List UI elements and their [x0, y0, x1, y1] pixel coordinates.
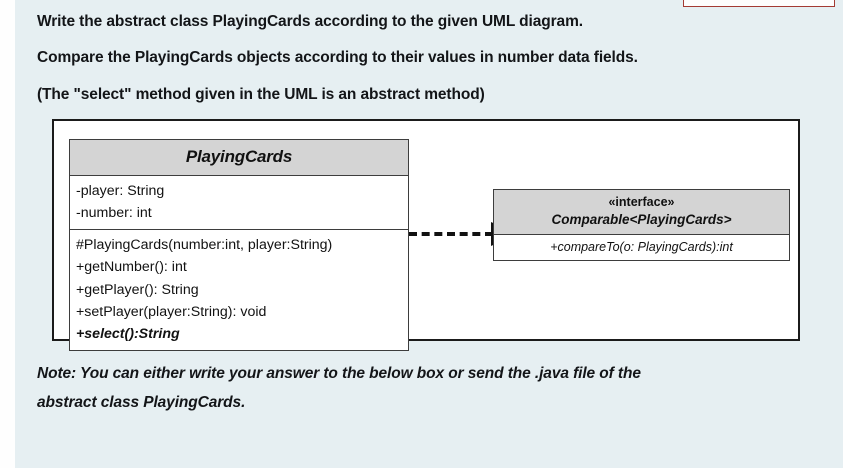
uml-method: +getPlayer(): String	[76, 281, 199, 298]
prompt-line-1: Write the abstract class PlayingCards ac…	[37, 13, 583, 30]
note-line-1: Note: You can either write your answer t…	[37, 365, 641, 382]
uml-attribute: -player: String	[76, 183, 165, 199]
prompt-line-3: (The "select" method given in the UML is…	[37, 86, 485, 103]
uml-method: +setPlayer(player:String): void	[76, 303, 267, 320]
left-gutter	[0, 0, 15, 468]
uml-method: +getNumber(): int	[76, 259, 187, 276]
clipped-red-outline-box	[683, 0, 835, 7]
uml-class-name: PlayingCards	[70, 140, 408, 176]
uml-method: #PlayingCards(number:int, player:String)	[76, 237, 333, 254]
uml-interface-header: «interface» Comparable<PlayingCards>	[494, 190, 789, 236]
note-line-2: abstract class PlayingCards.	[37, 394, 246, 411]
uml-diagram-canvas: PlayingCards -player: String -number: in…	[52, 119, 800, 352]
uml-class-methods-section: #PlayingCards(number:int, player:String)…	[70, 230, 408, 350]
uml-attribute: -number: int	[76, 205, 152, 222]
uml-interface-method: +compareTo(o: PlayingCards):int	[550, 240, 733, 255]
dashed-line	[409, 232, 493, 236]
uml-class-attributes-section: -player: String -number: int	[70, 176, 408, 231]
uml-class-box-playingcards: PlayingCards -player: String -number: in…	[69, 139, 409, 352]
uml-interface-name: Comparable<PlayingCards>	[551, 211, 732, 227]
uml-abstract-method: +select():String	[76, 325, 180, 342]
uml-interface-stereotype: «interface»	[608, 195, 675, 209]
prompt-line-2: Compare the PlayingCards objects accordi…	[37, 49, 638, 66]
uml-interface-box-comparable: «interface» Comparable<PlayingCards> +co…	[493, 189, 790, 262]
